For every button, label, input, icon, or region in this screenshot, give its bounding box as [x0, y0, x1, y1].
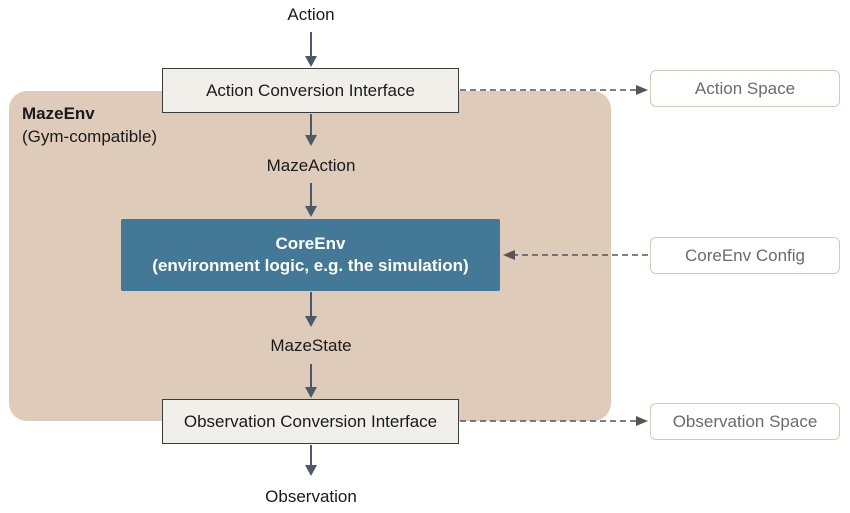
core-env-title: CoreEnv	[275, 234, 346, 253]
observation-space-label: Observation Space	[672, 411, 818, 431]
observation-conversion-interface-label: Observation Conversion Interface	[183, 411, 438, 431]
maze-env-title: MazeEnv	[22, 104, 95, 123]
action-input-label: Action	[287, 5, 335, 24]
maze-env-subtitle: (Gym-compatible)	[22, 127, 158, 146]
core-env-config-box: CoreEnv Config	[650, 237, 840, 274]
action-space-label: Action Space	[694, 78, 796, 98]
core-env-box: CoreEnv (environment logic, e.g. the sim…	[121, 219, 500, 291]
action-conversion-interface-box: Action Conversion Interface	[162, 68, 459, 113]
action-conversion-interface-label: Action Conversion Interface	[206, 80, 415, 100]
observation-conversion-interface-box: Observation Conversion Interface	[162, 399, 459, 444]
maze-action-label: MazeAction	[266, 156, 356, 175]
action-space-box: Action Space	[650, 70, 840, 107]
maze-state-label: MazeState	[270, 336, 352, 355]
core-env-description: (environment logic, e.g. the simulation)	[152, 256, 469, 275]
observation-space-box: Observation Space	[650, 403, 840, 440]
observation-output-label: Observation	[265, 487, 357, 506]
core-env-config-label: CoreEnv Config	[684, 245, 805, 265]
